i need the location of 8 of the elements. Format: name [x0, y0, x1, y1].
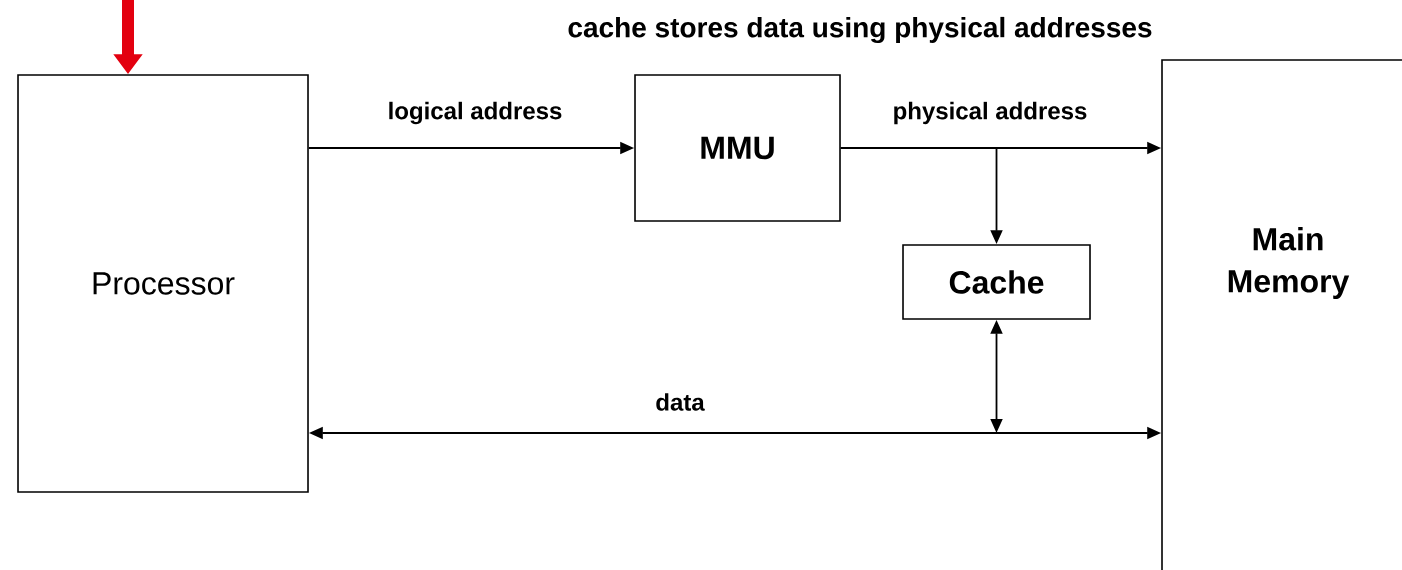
edge-label: logical address	[385, 99, 565, 127]
edge-label: data	[653, 391, 707, 413]
cache-box: Cache	[902, 244, 1091, 320]
processor-box: Processor	[17, 74, 309, 493]
memory-box: Main Memory	[1161, 59, 1402, 570]
edge-label: physical address	[890, 99, 1090, 127]
mmu-box: MMU	[634, 74, 841, 222]
title: cache stores data using physical addresses	[568, 16, 1152, 44]
